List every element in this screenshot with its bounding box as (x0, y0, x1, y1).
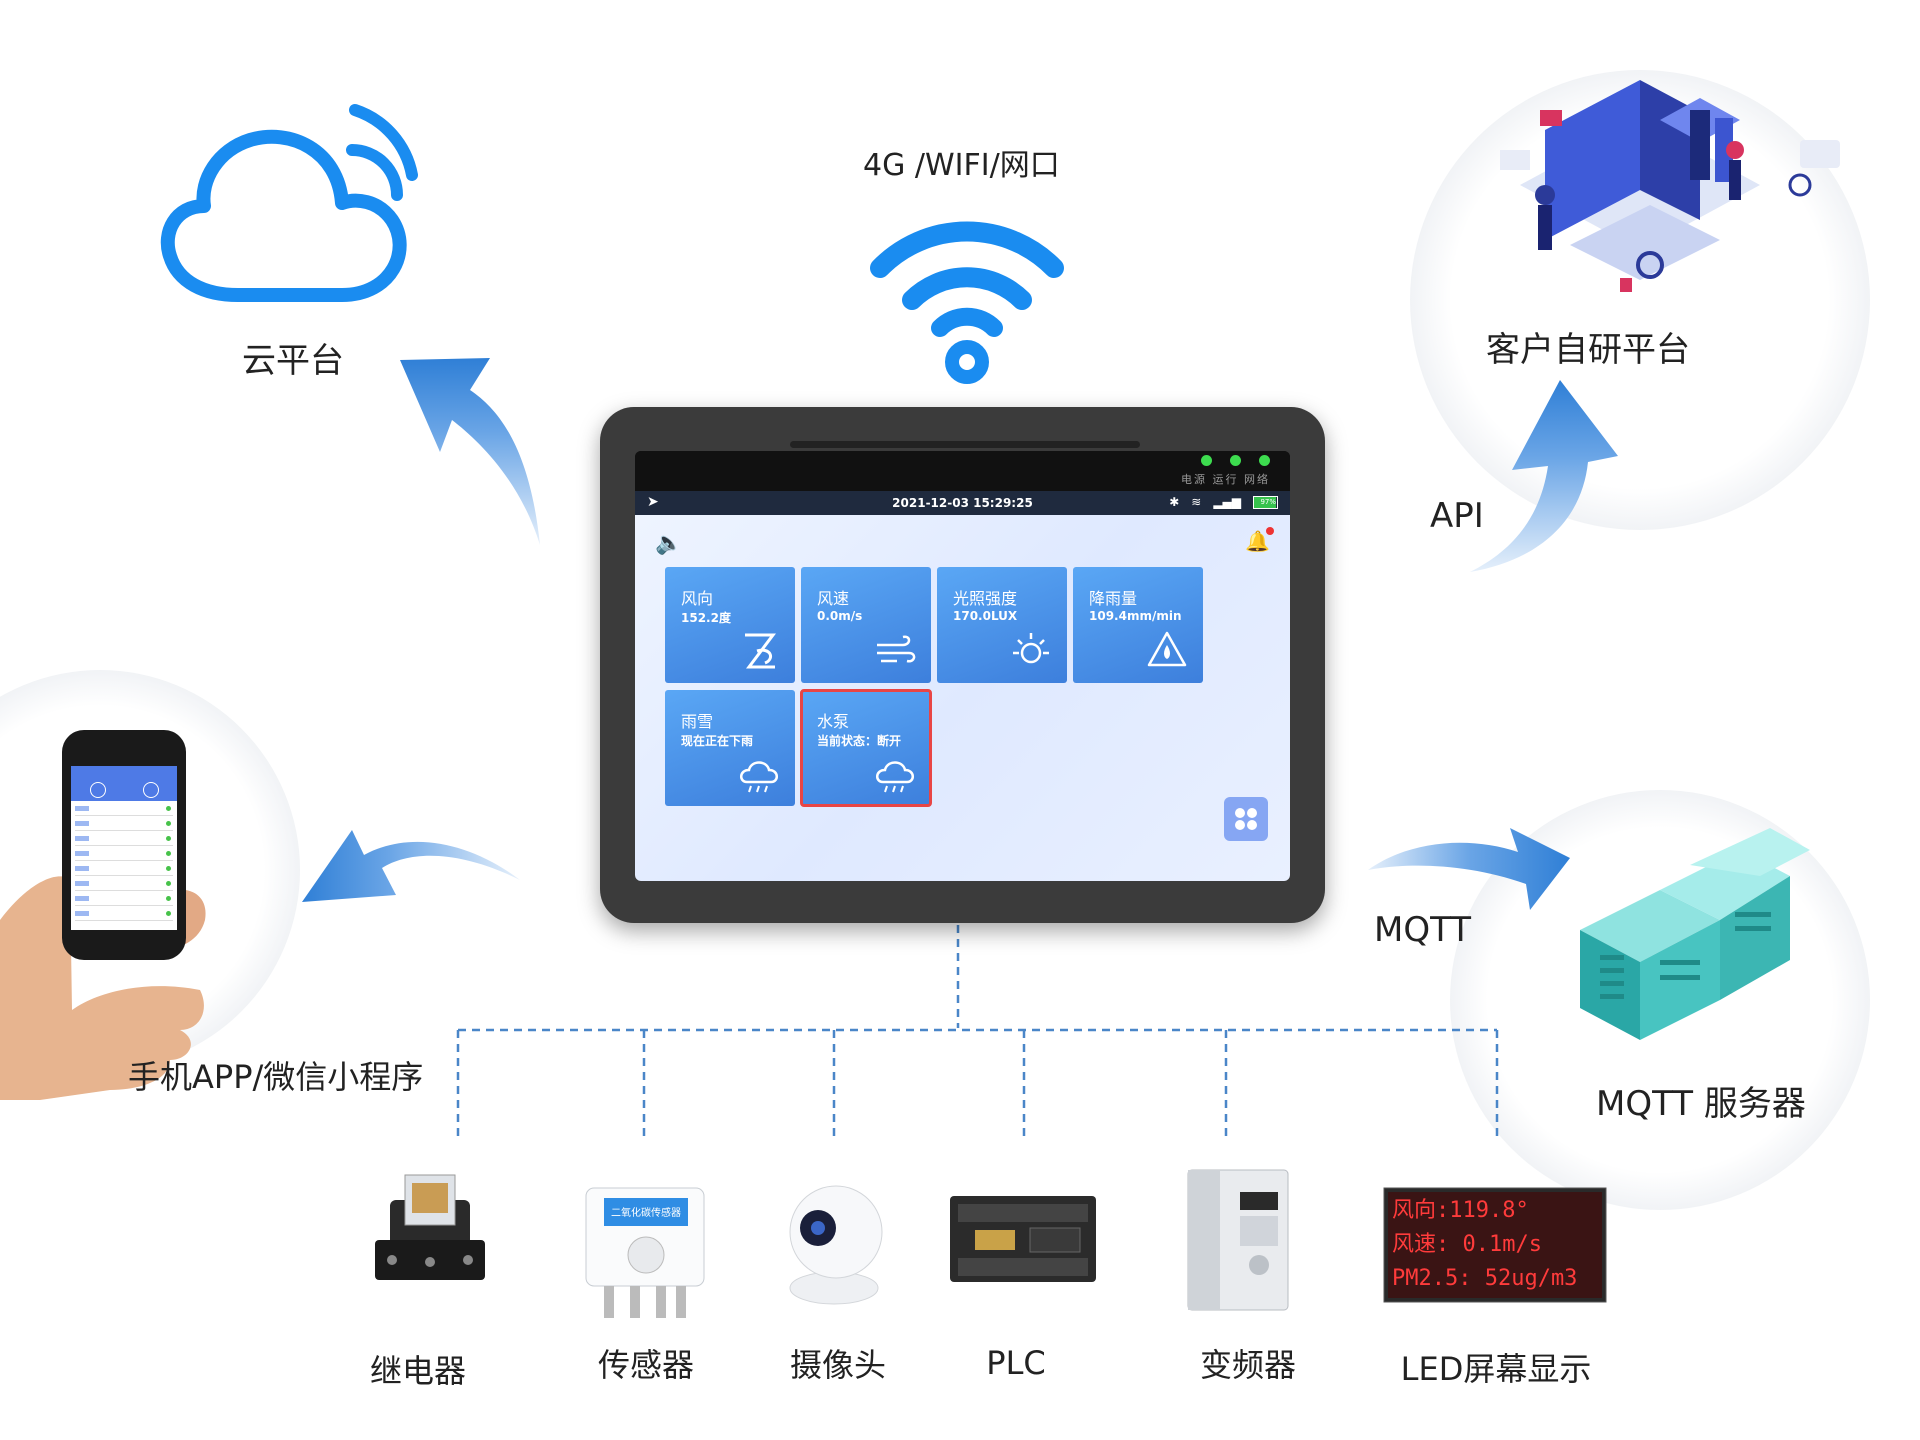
run-led (1230, 455, 1241, 466)
tile-title: 雨雪 (681, 712, 714, 731)
mobile-app-label: 手机APP/微信小程序 (128, 1058, 424, 1096)
tile-value: 152.2度 (681, 611, 731, 625)
network-label: 4G /WIFI/网口 (863, 148, 1060, 183)
api-label: API (1430, 496, 1484, 536)
notification-dot (1266, 527, 1274, 535)
apps-grid-button[interactable] (1224, 797, 1268, 841)
arrow-to-cloud (400, 358, 540, 545)
list-item (75, 819, 173, 831)
mqtt-label: MQTT (1374, 910, 1472, 950)
battery-icon: 97% (1253, 495, 1278, 509)
device-label-led: LED屏幕显示 (1400, 1350, 1592, 1388)
led-line: 风向:119.8° (1392, 1198, 1529, 1223)
plc-icon (950, 1196, 1096, 1282)
rain-cloud-icon (740, 761, 778, 793)
list-item (75, 894, 173, 906)
signal-icon: ▂▄▆ (1213, 495, 1241, 509)
indicator-leds (1201, 455, 1270, 466)
wind-direction-icon (745, 633, 776, 669)
custom-platform-label: 客户自研平台 (1486, 330, 1690, 370)
tile-light[interactable]: 光照强度 170.0LUX (937, 567, 1067, 683)
battery-level: 97% (1260, 497, 1276, 506)
cloud-icon (160, 104, 418, 302)
platform-illustration-icon (1500, 80, 1840, 292)
list-item (75, 909, 173, 921)
network-led (1259, 455, 1270, 466)
led-display-text: 风向:119.8° 风速: 0.1m/s PM2.5: 52ug/m3 (1392, 1194, 1602, 1296)
location-icon: ➤ (647, 494, 659, 510)
tile-title: 光照强度 (953, 589, 1018, 608)
sun-icon (1013, 633, 1049, 664)
sensor-icon (585, 1187, 705, 1318)
tablet-slot (790, 441, 1140, 448)
led-line: 风速: 0.1m/s (1392, 1232, 1542, 1257)
device-bus-lines (456, 925, 1499, 1142)
tile-value: 109.4mm/min (1089, 609, 1182, 623)
tablet-screen: 电源 运行 网络 ➤ 2021-12-03 15:29:25 ✱ ≋ ▂▄▆ 9… (635, 451, 1290, 881)
rain-cloud-icon (876, 761, 914, 793)
device-label-inverter: 变频器 (1199, 1346, 1296, 1384)
tile-wind-direction[interactable]: 风向 152.2度 (665, 567, 795, 683)
grid-icon (1235, 808, 1257, 830)
tile-title: 水泵 (817, 712, 850, 731)
tile-title: 降雨量 (1089, 589, 1138, 608)
list-item (75, 834, 173, 846)
device-label-relay: 继电器 (369, 1352, 466, 1390)
tile-rain-snow[interactable]: 雨雪 现在正在下雨 (665, 690, 795, 806)
arrow-to-phone (302, 830, 520, 902)
led-line: PM2.5: 52ug/m3 (1392, 1266, 1578, 1291)
rain-gauge-icon (1147, 631, 1187, 667)
indicator-label: 电源 运行 网络 (1181, 473, 1270, 486)
tablet-device: 电源 运行 网络 ➤ 2021-12-03 15:29:25 ✱ ≋ ▂▄▆ 9… (600, 407, 1325, 923)
wifi-status-icon: ≋ (1191, 495, 1202, 509)
inverter-icon (1187, 1169, 1289, 1311)
wifi-icon (870, 221, 1064, 384)
bluetooth-icon: ✱ (1169, 495, 1180, 509)
arrow-to-mqtt-server (1368, 828, 1570, 910)
status-icons: ✱ ≋ ▂▄▆ 97% (1169, 495, 1278, 509)
mqtt-server-label: MQTT 服务器 (1596, 1084, 1806, 1124)
phone (62, 730, 186, 960)
indicator-bar: 电源 运行 网络 (635, 451, 1290, 491)
status-bar: ➤ 2021-12-03 15:29:25 ✱ ≋ ▂▄▆ 97% (635, 491, 1290, 515)
tile-value: 现在正在下雨 (681, 734, 754, 748)
server-icon (1580, 828, 1810, 1040)
wind-icon (877, 635, 916, 663)
tile-value: 170.0LUX (953, 609, 1018, 623)
speaker-icon[interactable]: 🔈 (655, 531, 683, 556)
device-label-sensor: 传感器 (597, 1346, 694, 1384)
list-item (75, 849, 173, 861)
cloud-platform-label: 云平台 (242, 341, 344, 381)
camera-icon (789, 1185, 883, 1305)
tile-pump[interactable]: 水泵 当前状态：断开 (800, 689, 932, 807)
tile-value: 当前状态：断开 (817, 734, 902, 748)
device-label-plc: PLC (986, 1344, 1046, 1382)
arrow-to-platform (1470, 380, 1618, 572)
power-led (1201, 455, 1212, 466)
dashboard: 🔈 🔔 风向 152.2度 风速 0.0m/s 光照强度 170.0LUX 降雨… (635, 515, 1290, 881)
bell-icon[interactable]: 🔔 (1245, 527, 1274, 553)
tile-value: 0.0m/s (817, 609, 863, 623)
battery-fill (1254, 496, 1277, 508)
phone-screen (71, 766, 177, 930)
list-item (75, 864, 173, 876)
sensor-device-label: 二氧化碳传感器 (611, 1208, 681, 1219)
tile-rainfall[interactable]: 降雨量 109.4mm/min (1073, 567, 1203, 683)
datetime: 2021-12-03 15:29:25 (892, 496, 1033, 510)
device-label-camera: 摄像头 (789, 1346, 886, 1384)
list-item (75, 879, 173, 891)
led-display-icon (1383, 1187, 1607, 1303)
tile-title: 风速 (817, 589, 850, 608)
list-item (75, 804, 173, 816)
tile-title: 风向 (681, 589, 714, 608)
tile-wind-speed[interactable]: 风速 0.0m/s (801, 567, 931, 683)
phone-app-header (71, 766, 177, 801)
relay-icon (375, 1174, 485, 1280)
